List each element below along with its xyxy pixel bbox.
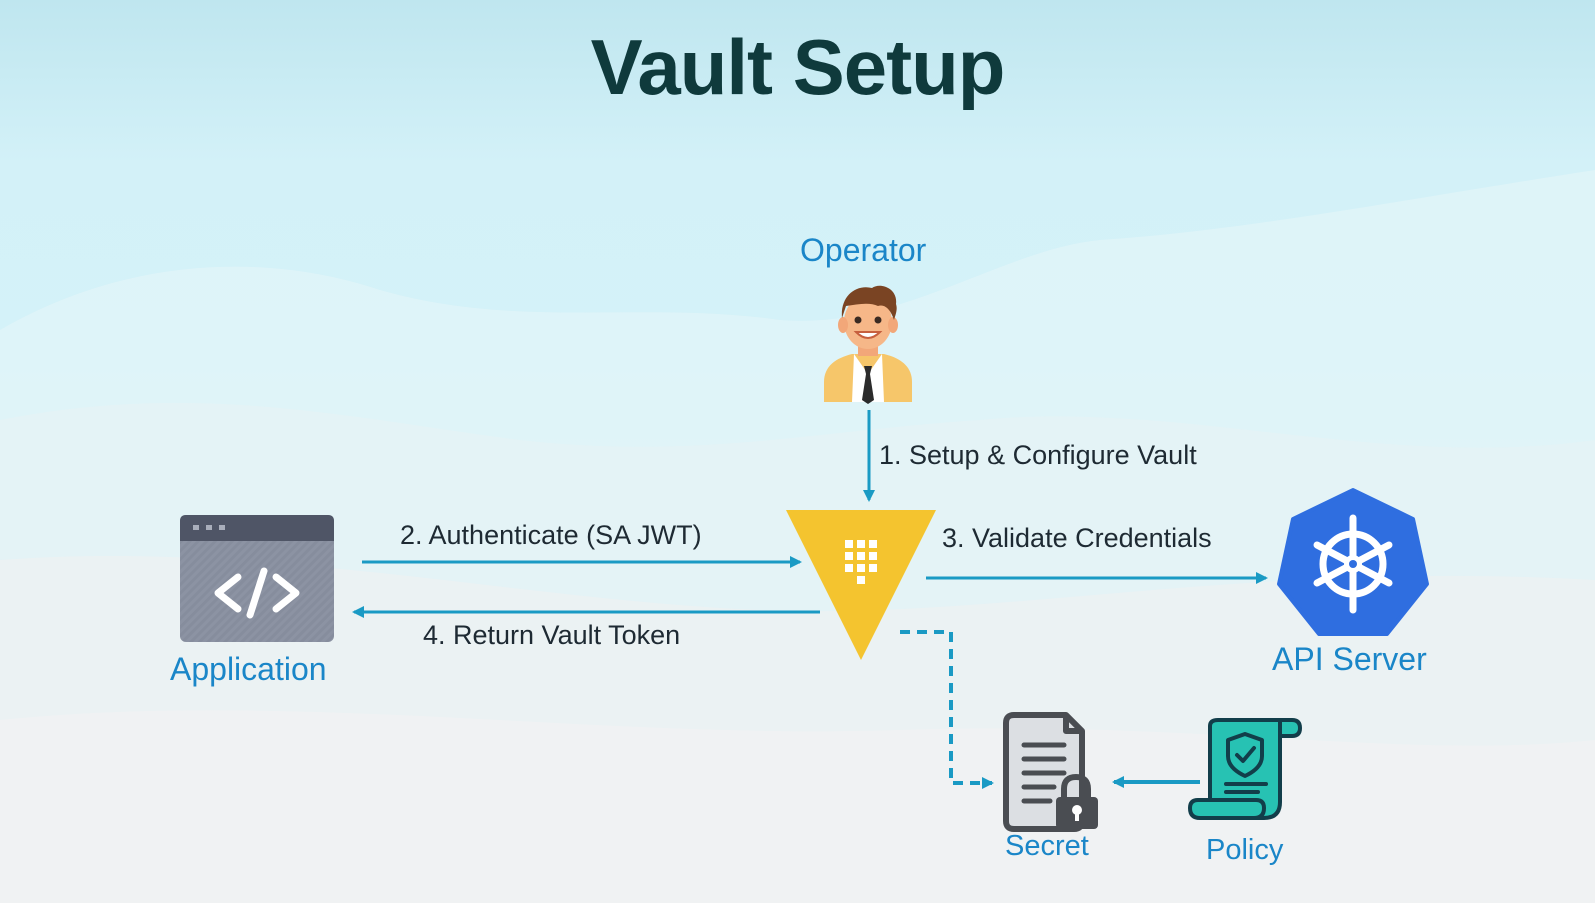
kubernetes-icon xyxy=(1277,488,1429,636)
application-label: Application xyxy=(170,651,327,687)
person-icon xyxy=(824,285,912,404)
edge-label-authenticate: 2. Authenticate (SA JWT) xyxy=(400,520,702,550)
policy-scroll-icon xyxy=(1188,718,1302,820)
api-server-label: API Server xyxy=(1272,641,1427,677)
vault-logo-icon xyxy=(786,510,936,660)
secret-label: Secret xyxy=(1005,830,1089,862)
operator-label: Operator xyxy=(800,232,927,268)
policy-label: Policy xyxy=(1206,834,1284,866)
edge-label-validate: 3. Validate Credentials xyxy=(942,523,1212,553)
edge-label-setup: 1. Setup & Configure Vault xyxy=(879,440,1197,470)
page-title: Vault Setup xyxy=(590,23,1006,111)
edge-label-return-token: 4. Return Vault Token xyxy=(423,620,681,650)
code-window-icon xyxy=(180,515,334,642)
arrow-vault-to-secret xyxy=(900,630,994,789)
locked-document-icon xyxy=(1003,712,1098,832)
